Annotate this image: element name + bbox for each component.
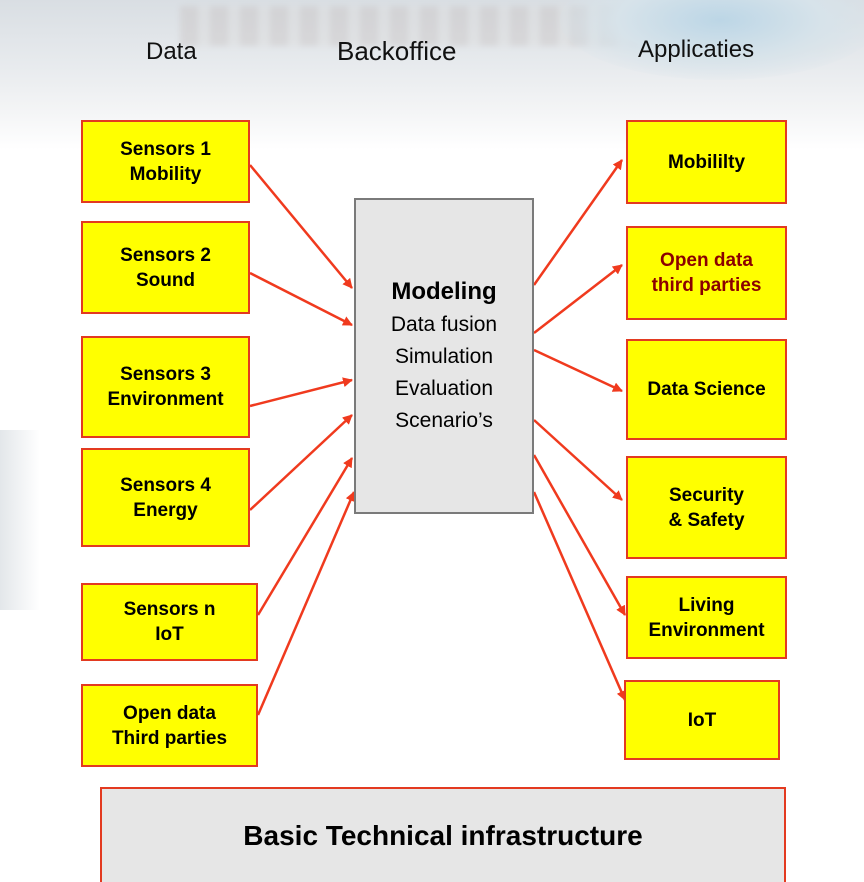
source-box-line2: Environment (107, 389, 224, 410)
arrow-sensors4-to-backoffice (249, 414, 353, 511)
application-box-line1: Mobililty (667, 151, 746, 173)
arrow-sensorsn-to-backoffice (256, 457, 354, 616)
source-box-sensors-4: Sensors 4 Energy (81, 448, 250, 547)
application-box-iot: IoT (624, 680, 780, 760)
basic-technical-infrastructure-box: Basic Technical infrastructure (100, 787, 786, 882)
application-box-line2: third parties (651, 275, 762, 296)
application-box-open-data: Open data third parties (626, 226, 787, 320)
data-column-heading: Data (146, 38, 197, 65)
arrow-backoffice-to-datascience (533, 348, 623, 393)
source-box-line2: Sound (135, 269, 196, 291)
arrow-backoffice-to-opendata (533, 264, 623, 334)
backoffice-line: Evaluation (394, 377, 494, 400)
application-box-line1: Security (669, 484, 744, 506)
arrow-backoffice-to-security (533, 419, 623, 501)
backoffice-title: Modeling (391, 278, 497, 305)
source-box-open-data: Open data Third parties (81, 684, 258, 767)
application-box-line1: Open data (660, 250, 753, 271)
source-box-line2: Energy (133, 499, 198, 521)
application-box-mobility: Mobililty (626, 120, 787, 204)
arrow-backoffice-to-mobility (532, 159, 624, 286)
source-box-line1: Sensors 4 (120, 474, 211, 496)
source-box-line1: Open data (123, 702, 216, 724)
application-box-living-environment: Living Environment (626, 576, 787, 659)
application-box-line1: Data Science (647, 379, 766, 400)
source-box-sensors-1: Sensors 1 Mobility (81, 120, 250, 203)
backoffice-line: Scenario’s (395, 409, 493, 432)
application-box-data-science: Data Science (626, 339, 787, 440)
arrow-backoffice-to-iot (532, 491, 627, 701)
side-decoration (0, 430, 40, 610)
backoffice-modeling-box: Modeling Data fusion Simulation Evaluati… (354, 198, 534, 514)
source-box-line2: IoT (155, 624, 184, 645)
arrow-opendata-to-backoffice (256, 491, 356, 716)
application-box-line2: Environment (648, 619, 765, 641)
source-box-line2: Third parties (111, 727, 228, 749)
source-box-sensors-3: Sensors 3 Environment (81, 336, 250, 438)
application-box-line1: IoT (687, 709, 717, 731)
source-box-line1: Sensors 3 (120, 364, 211, 385)
application-box-line1: Living (678, 594, 735, 616)
backoffice-column-heading: Backoffice (337, 36, 457, 66)
arrow-sensors3-to-backoffice (249, 377, 353, 408)
applications-column-heading: Applicaties (638, 36, 755, 63)
application-box-line2: & Safety (668, 509, 745, 531)
arrow-backoffice-to-living (532, 454, 627, 616)
backoffice-line: Simulation (394, 345, 494, 368)
arrow-sensors2-to-backoffice (249, 271, 353, 327)
source-box-line1: Sensors 1 (120, 138, 211, 160)
application-box-security-safety: Security & Safety (626, 456, 787, 559)
source-box-line1: Sensors n (123, 599, 216, 620)
backoffice-line: Data fusion (390, 313, 498, 336)
source-box-line2: Mobility (129, 163, 202, 185)
source-box-sensors-2: Sensors 2 Sound (81, 221, 250, 314)
source-box-line1: Sensors 2 (120, 244, 211, 266)
arrow-sensors1-to-backoffice (249, 164, 353, 289)
source-box-sensors-n: Sensors n IoT (81, 583, 258, 661)
